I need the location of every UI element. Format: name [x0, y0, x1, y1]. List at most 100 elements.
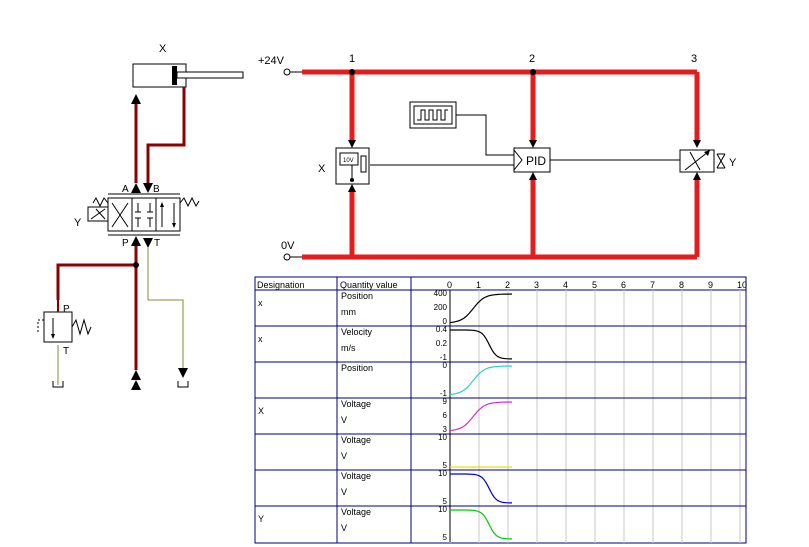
tank-icon: [177, 381, 189, 388]
row-unit: V: [341, 415, 347, 425]
y-tick-label: -1: [440, 389, 448, 398]
table-row: x Velocity m/s 0.4 0.2 -1: [258, 325, 451, 362]
supply-plus-label: +24V: [258, 55, 285, 67]
y-tick-label: 3: [443, 425, 448, 434]
y-tick-label: 0: [443, 361, 448, 370]
row-designation: Y: [258, 514, 264, 524]
row-quantity: Position: [341, 291, 373, 301]
header-quantity: Quantity value: [340, 280, 398, 290]
y-tick-label: 5: [443, 461, 448, 470]
pressure-relief-valve[interactable]: [37, 300, 92, 343]
x-tick-label: 2: [505, 280, 510, 290]
y-tick-label: 10: [438, 433, 447, 442]
supply-zero-label: 0V: [281, 240, 295, 252]
y-tick-label: 0: [443, 317, 448, 326]
y-tick-label: 0.2: [436, 339, 448, 348]
coil-label: Y: [729, 157, 737, 169]
node-1-label: 1: [349, 53, 355, 65]
row-unit: V: [341, 523, 347, 533]
y-tick-label: 6: [443, 411, 448, 420]
cylinder-label: X: [159, 43, 167, 55]
x-tick-label: 10: [737, 280, 747, 290]
hydraulic-circuit: X A B P T: [37, 43, 244, 390]
y-tick-label: 400: [434, 289, 448, 298]
port-b-arrow-icon: [143, 183, 153, 193]
supply-plus-terminal[interactable]: [283, 68, 291, 76]
row-quantity: Velocity: [341, 327, 373, 337]
trace-line: [449, 365, 513, 396]
valve-coil[interactable]: [679, 149, 726, 173]
signal-wires: [370, 114, 680, 166]
x-tick-label: 5: [592, 280, 597, 290]
position-sensor[interactable]: 10V: [335, 147, 370, 185]
row-unit: V: [341, 451, 347, 461]
port-p-label: P: [122, 238, 129, 249]
trace-line: [450, 329, 512, 360]
port-b-label: B: [153, 184, 160, 195]
table-row: Position 0 -1: [341, 361, 451, 398]
row-quantity: Voltage: [341, 471, 371, 481]
x-tick-label: 0: [447, 280, 452, 290]
x-tick-label: 6: [621, 280, 626, 290]
x-tick-label: 1: [476, 280, 481, 290]
row-unit: m/s: [341, 343, 356, 353]
row-designation: x: [258, 298, 263, 308]
node-3-label: 3: [691, 53, 697, 65]
relief-tank-icon: [52, 381, 64, 388]
row-quantity: Position: [341, 363, 373, 373]
header-designation: Designation: [257, 280, 305, 290]
x-tick-label: 7: [650, 280, 655, 290]
pump-arrow-icon-2: [131, 380, 141, 390]
port-t-arrow-icon: [143, 238, 153, 248]
row-quantity: Voltage: [341, 507, 371, 517]
y-tick-label: 10: [438, 469, 447, 478]
sensor-label: X: [318, 163, 326, 175]
y-tick-label: 9: [443, 397, 448, 406]
hydraulic-cylinder[interactable]: [132, 63, 244, 88]
row-quantity: Voltage: [341, 399, 371, 409]
row-unit: V: [341, 487, 347, 497]
trace-line: [450, 509, 512, 540]
y-tick-label: 200: [434, 303, 448, 312]
valve-label: Y: [74, 217, 82, 229]
relief-t-label: T: [63, 346, 69, 357]
y-tick-label: 5: [443, 497, 448, 506]
y-tick-label: 5: [443, 533, 448, 542]
sensor-text: 10V: [343, 158, 354, 164]
power-wires: [302, 69, 700, 260]
relief-p-label: P: [63, 304, 70, 315]
x-tick-label: 9: [708, 280, 713, 290]
port-a-label: A: [122, 184, 129, 195]
trace-line: [449, 401, 513, 432]
node-2-label: 2: [529, 53, 535, 65]
electrical-circuit: +24V 0V 1 2 3 10V: [258, 53, 737, 261]
traces: [449, 293, 513, 540]
table-rows: xPositionmm4002000xVelocitym/s0.40.2-1Po…: [255, 289, 746, 542]
row-unit: mm: [341, 307, 356, 317]
pid-controller[interactable]: PID: [513, 147, 551, 173]
port-a-arrow-icon: [131, 183, 141, 193]
port-p-arrow-icon: [131, 236, 141, 246]
table-row: x Position mm 400 200 0: [258, 289, 451, 326]
x-tick-label: 4: [563, 280, 568, 290]
y-tick-label: -1: [440, 353, 448, 362]
y-tick-label: 0.4: [436, 325, 448, 334]
return-line-tank: [148, 299, 184, 368]
row-designation: x: [258, 334, 263, 344]
trace-line: [449, 293, 513, 324]
supply-zero-terminal[interactable]: [283, 253, 291, 261]
signal-generator[interactable]: [409, 101, 457, 129]
pump-arrow-icon: [131, 370, 141, 380]
x-tick-label: 3: [534, 280, 539, 290]
flow-arrow-icon: [131, 94, 141, 104]
pid-label: PID: [526, 154, 546, 168]
proportional-valve[interactable]: [87, 193, 200, 236]
row-quantity: Voltage: [341, 435, 371, 445]
